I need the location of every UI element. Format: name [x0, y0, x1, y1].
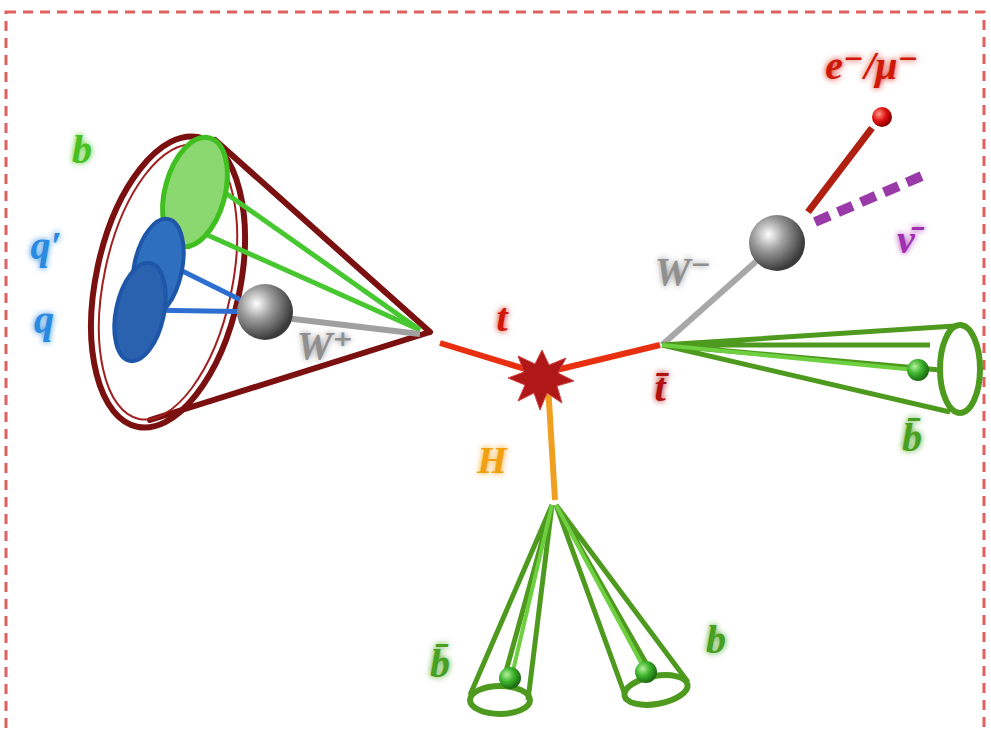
quark-label: q: [34, 300, 54, 340]
top-jet-cone: [67, 122, 430, 441]
dashed-frame: [6, 12, 984, 734]
b-quark-label: b: [706, 620, 726, 660]
w-boson-label: W⁺: [297, 326, 354, 366]
leptonic-w-decay: [662, 107, 922, 345]
b-jet-cone: [662, 325, 980, 413]
antitop-label: t̄: [654, 368, 665, 408]
vertex-star: [508, 350, 574, 410]
higgs-line: [548, 385, 555, 500]
higgs-label: H: [477, 441, 507, 479]
top-quark-label: t: [496, 298, 507, 338]
quark-label: q′: [30, 226, 61, 266]
neutrino-label: ν̄: [897, 220, 915, 260]
b-quark-label: b̄: [430, 644, 450, 684]
lepton-label: e⁻/μ⁻: [825, 46, 918, 86]
b-quark-label: b: [72, 130, 92, 170]
higgs-b-jets: [470, 505, 690, 714]
w-boson-label: W⁻: [655, 252, 712, 292]
b-quark-label: b̄: [902, 418, 922, 458]
